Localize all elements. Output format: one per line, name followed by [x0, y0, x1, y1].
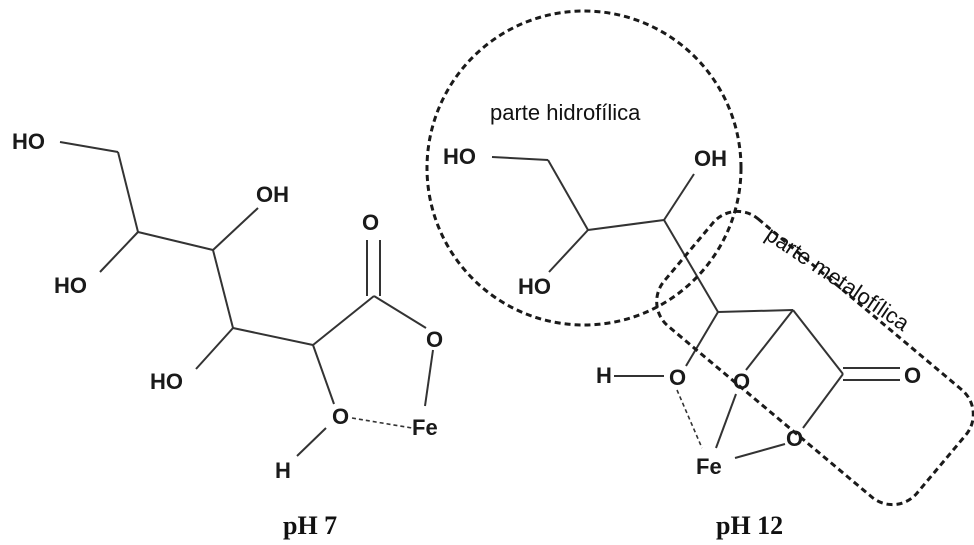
- bond: [212, 207, 259, 251]
- bond: [587, 219, 665, 231]
- hydrophilic-region-outline: [425, 9, 743, 327]
- bond: [296, 427, 327, 457]
- bond: [663, 173, 695, 221]
- bond: [548, 229, 589, 273]
- atom-label: HO: [150, 369, 183, 394]
- bond: [491, 156, 549, 161]
- bond: [717, 309, 794, 313]
- bond: [745, 309, 794, 371]
- atom-label: O: [733, 369, 750, 394]
- coordination-bond: [676, 389, 703, 449]
- atom-label: HO: [443, 144, 476, 169]
- bond: [547, 159, 589, 231]
- atom-label: O: [786, 426, 803, 451]
- atom-label: O: [669, 365, 686, 390]
- bond: [137, 231, 214, 251]
- caption-ph7: pH 7: [283, 511, 337, 540]
- metallophilic-label: parte metalofílica: [761, 221, 914, 336]
- caption-ph12: pH 12: [716, 511, 783, 540]
- atom-label: O: [904, 363, 921, 388]
- atom-label: HO: [12, 129, 45, 154]
- bond: [59, 141, 119, 153]
- bond: [232, 327, 314, 346]
- bond: [685, 311, 719, 367]
- atom-label: O: [332, 404, 349, 429]
- bond: [373, 295, 427, 329]
- bond: [734, 443, 786, 459]
- bond: [663, 219, 719, 313]
- bond: [99, 231, 139, 273]
- bond: [715, 393, 737, 449]
- bond: [312, 344, 335, 405]
- bond: [424, 349, 434, 407]
- atom-label: HO: [518, 274, 551, 299]
- atom-label: Fe: [696, 454, 722, 479]
- atom-label: OH: [256, 182, 289, 207]
- metallophilic-region-outline: [655, 209, 974, 507]
- bond: [792, 309, 844, 375]
- atom-label: H: [275, 458, 291, 483]
- atom-label: OH: [694, 146, 727, 171]
- atom-label: O: [362, 210, 379, 235]
- atom-label: Fe: [412, 415, 438, 440]
- bond: [212, 249, 234, 329]
- bond: [117, 151, 139, 233]
- atom-label: O: [426, 327, 443, 352]
- structure-ph12: HO OH HO H O O O O Fe parte hidrofílica …: [425, 9, 974, 540]
- bond: [802, 373, 844, 429]
- bond: [195, 327, 234, 370]
- structure-ph7: HO OH HO HO O O O Fe H pH 7: [12, 129, 443, 540]
- coordination-bond: [351, 417, 413, 429]
- atom-label: H: [596, 363, 612, 388]
- hydrophilic-label: parte hidrofílica: [490, 100, 641, 125]
- bond: [312, 295, 375, 346]
- atom-label: HO: [54, 273, 87, 298]
